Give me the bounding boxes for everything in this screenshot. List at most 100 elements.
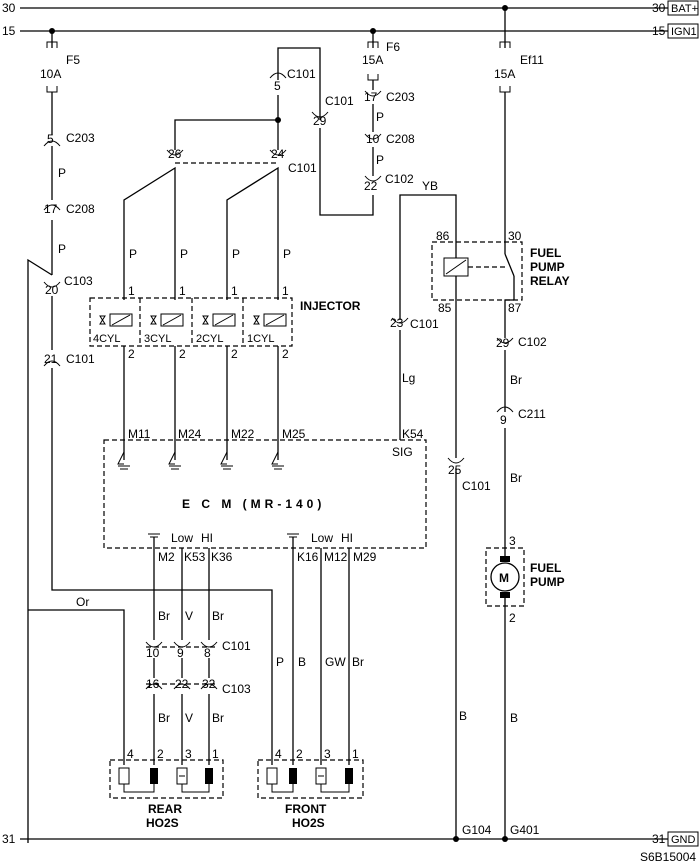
ecm-pin-m22: M22	[231, 427, 255, 441]
injector-valve-icon	[253, 315, 260, 325]
fuse-ef11-name: Ef11	[520, 53, 544, 67]
rear-ho2s-title-1: REAR	[148, 802, 182, 816]
fuse-ef11: Ef11 15A	[494, 8, 544, 93]
injector-coil-icon	[160, 313, 184, 327]
ecm-driver-symbols	[117, 451, 299, 538]
c101-rear-name: C101	[222, 639, 251, 653]
rear-ho2s-title-2: HO2S	[146, 816, 179, 830]
fuse-f6-rating: 15A	[362, 53, 383, 67]
wire-p-inj4: P	[129, 247, 137, 261]
relay-pin-86: 86	[436, 229, 450, 243]
c203-5-pin: 5	[47, 132, 54, 146]
wire-v-rear-b: V	[185, 711, 193, 725]
wire-br-pump-a: Br	[510, 373, 522, 387]
injector-valve-icon	[99, 315, 106, 325]
ecm-pin-k16: K16	[297, 550, 319, 564]
c208-10-pin: 10	[366, 132, 380, 146]
injector-pin-bottom: 2	[231, 347, 238, 361]
ecm-pin-m11: M11	[128, 427, 151, 441]
wire-yb: YB	[422, 179, 438, 193]
rail-ign-right-label: 15	[652, 24, 666, 38]
wire-p-front: P	[276, 655, 284, 669]
c102-29-name: C102	[518, 335, 547, 349]
wire-p-inj2: P	[232, 247, 240, 261]
wire-b-pump: B	[510, 711, 518, 725]
fuel-pump-pin-2: 2	[509, 611, 516, 625]
wire-br-rear-b: Br	[212, 609, 224, 623]
ecm-pin-k53: K53	[184, 550, 206, 564]
injector-pin-bottom: 2	[179, 347, 186, 361]
heater-icon	[205, 768, 213, 784]
heater-icon	[150, 768, 158, 784]
wire-p-f5a: P	[58, 166, 66, 180]
wire-br-pump-b: Br	[510, 471, 522, 485]
wire-br-front: Br	[352, 655, 364, 669]
relay-title-3: RELAY	[530, 274, 570, 288]
c211-9-name: C211	[518, 407, 546, 421]
wire-p-f6b: P	[376, 153, 384, 167]
c103-rear-pin-32: 32	[202, 677, 216, 691]
ho2s-pin: 1	[352, 747, 359, 761]
c101-29-pin: 29	[313, 114, 327, 128]
c103-rear-pin-22: 22	[175, 677, 189, 691]
wire-b-front: B	[298, 655, 306, 669]
ecm-pin-k54: K54	[402, 427, 424, 441]
wire-b-relay: B	[459, 709, 467, 723]
injector-coil-icon	[263, 313, 287, 327]
wire-p-inj1: P	[283, 247, 291, 261]
ho2s-pin: 3	[324, 747, 331, 761]
c101-rear-pin-8: 8	[204, 646, 211, 660]
c208-17-pin: 17	[44, 202, 58, 216]
heater-icon	[345, 768, 353, 784]
wire-br-rear-d: Br	[212, 711, 224, 725]
c101-rear-pin-10: 10	[146, 646, 160, 660]
injector-coil-icon	[212, 313, 236, 327]
c101-24-name: C101	[288, 161, 317, 175]
relay-pin-87: 87	[508, 301, 522, 315]
c103-20-pin: 20	[45, 283, 59, 297]
c101-rear-pin-9: 9	[177, 646, 184, 660]
wire-or: Or	[76, 595, 89, 609]
wire-v-rear-a: V	[185, 609, 193, 623]
ho2s-pin: 3	[185, 747, 192, 761]
rail-bat-name: BAT+	[671, 3, 698, 15]
rail-ign-name: IGN1	[671, 26, 697, 38]
c203-17-pin: 17	[364, 90, 378, 104]
c101-23-pin: 23	[390, 316, 404, 330]
ground-g104: G104	[462, 823, 492, 837]
c102-29-pin: 29	[496, 336, 510, 350]
rail-bat-right-label: 30	[652, 1, 666, 15]
injector-valve-icon	[150, 315, 157, 325]
fuse-f6: F6 15A	[362, 31, 400, 81]
fuse-f5: F5 10A	[40, 31, 80, 93]
ecm-front-low: Low	[311, 531, 333, 545]
injector-pin-top: 1	[128, 284, 135, 298]
rail-bat-left-label: 30	[2, 1, 16, 15]
ecm-title: E C M (MR-140)	[182, 497, 325, 511]
ecm-pin-m29: M29	[353, 550, 377, 564]
fuel-pump-title-1: FUEL	[530, 561, 561, 575]
rail-gnd-right-label: 31	[652, 832, 666, 846]
rail-gnd-left-label: 31	[2, 832, 16, 846]
ho2s-pin: 2	[157, 747, 164, 761]
c101-25-pin: 25	[448, 463, 462, 477]
fuel-pump-title-2: PUMP	[530, 575, 565, 589]
c203-5-name: C203	[66, 131, 95, 145]
rail-bat: 30 30 BAT+	[2, 0, 699, 16]
c101-23-name: C101	[410, 317, 439, 331]
c208-17-name: C208	[66, 202, 95, 216]
wire-br-rear-a: Br	[158, 609, 170, 623]
rail-gnd-name: GND	[671, 834, 696, 846]
c203-17-name: C203	[386, 90, 415, 104]
heater-icon	[289, 768, 297, 784]
rail-gnd: 31 31 GND	[2, 831, 699, 847]
wire-br-rear-c: Br	[158, 711, 170, 725]
ho2s-pin: 4	[275, 747, 282, 761]
c211-9-pin: 9	[500, 413, 507, 427]
front-ho2s-title-1: FRONT	[285, 802, 327, 816]
injector-pin-top: 1	[282, 284, 289, 298]
